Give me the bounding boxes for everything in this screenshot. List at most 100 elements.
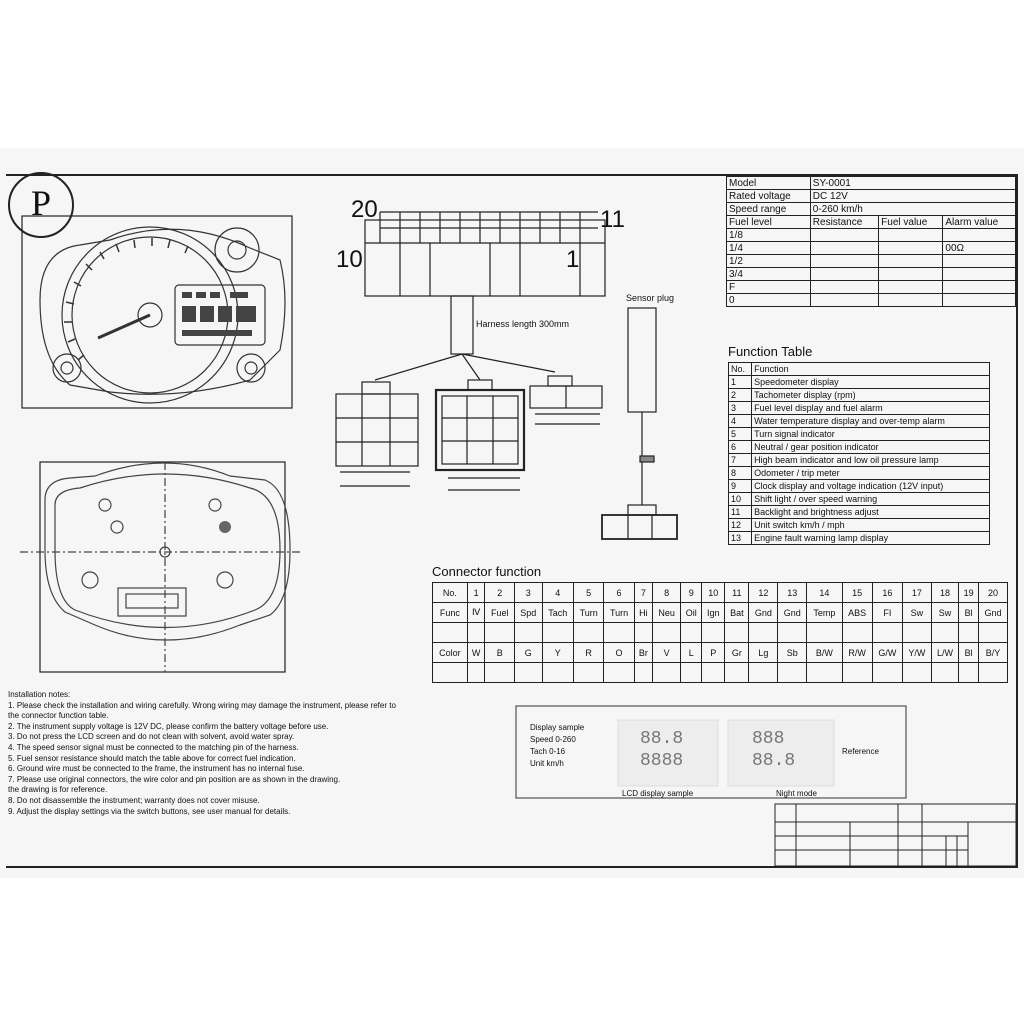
table-cell: Function: [751, 362, 990, 376]
table-cell: Resistance: [809, 215, 880, 229]
table-cell: 1: [466, 582, 486, 603]
main-connector-drawing: [364, 211, 606, 381]
notes-line: 4. The speed sensor signal must be conne…: [8, 742, 299, 752]
table-cell: Backlight and brightness adjust: [751, 505, 990, 519]
sub-connector-b: [434, 379, 526, 491]
table-cell: ABS: [841, 602, 873, 623]
sub-connector-c: [529, 375, 603, 425]
table-cell: [466, 622, 486, 643]
table-cell: Shift light / over speed warning: [751, 492, 990, 506]
table-cell: [484, 622, 515, 643]
sub-connector-a: [335, 381, 419, 487]
table-cell: 4: [541, 582, 574, 603]
table-cell: Gr: [724, 642, 750, 663]
table-cell: 6: [603, 582, 635, 603]
table-cell: Lg: [748, 642, 779, 663]
table-cell: 3: [513, 582, 543, 603]
table-cell: 17: [901, 582, 932, 603]
table-cell: R: [572, 642, 605, 663]
table-cell: 5: [572, 582, 605, 603]
table-cell: 1: [727, 375, 753, 389]
table-cell: Gnd: [748, 602, 779, 623]
table-cell: Ⅳ: [466, 602, 486, 623]
table-cell: V: [652, 642, 682, 663]
title-block-label: Model: [726, 176, 811, 190]
title-block-label: Speed range: [726, 202, 811, 216]
title-block-subrow: 0: [726, 293, 1016, 307]
table-cell: Tach: [541, 602, 574, 623]
table-cell: 11: [727, 505, 753, 519]
table-cell: [633, 622, 654, 643]
table-cell: [930, 622, 960, 643]
gauge-scale-ticks: [64, 238, 189, 361]
table-cell: 6: [727, 440, 753, 454]
table-cell: O: [603, 642, 635, 663]
table-cell: 3: [727, 401, 753, 415]
table-cell: R/W: [841, 642, 873, 663]
table-cell: [513, 662, 543, 683]
table-cell: Bat: [724, 602, 750, 623]
table-cell: Neutral / gear position indicator: [751, 440, 990, 454]
table-cell: [942, 267, 1016, 281]
table-cell: 2: [484, 582, 515, 603]
table-cell: [871, 622, 903, 643]
table-cell: 9: [680, 582, 703, 603]
table-cell: 14: [806, 582, 843, 603]
table-cell: [777, 662, 808, 683]
sensor-harness-drawing: [601, 307, 678, 540]
table-cell: [809, 293, 880, 307]
table-cell: 12: [727, 518, 753, 532]
table-cell: Oil: [680, 602, 703, 623]
table-cell: [748, 622, 779, 643]
table-cell: G/W: [871, 642, 903, 663]
table-cell: 20: [977, 582, 1009, 603]
notes-line: 7. Please use original connectors, the w…: [8, 774, 341, 784]
table-cell: [878, 280, 944, 294]
table-cell: Temp: [806, 602, 843, 623]
table-cell: Unit switch km/h / mph: [751, 518, 990, 532]
table-cell: Sw: [901, 602, 932, 623]
table-cell: Spd: [513, 602, 543, 623]
table-cell: [432, 622, 468, 643]
table-cell: [748, 662, 779, 683]
table-cell: Y/W: [901, 642, 932, 663]
table-cell: Neu: [652, 602, 682, 623]
table-cell: Br: [633, 642, 654, 663]
table-cell: Bl: [958, 642, 979, 663]
table-cell: 19: [958, 582, 979, 603]
title-block-value: 0-260 km/h: [809, 202, 1017, 216]
table-cell: [878, 267, 944, 281]
table-cell: [871, 662, 903, 683]
table-cell: [977, 622, 1009, 643]
table-cell: B/W: [806, 642, 843, 663]
table-cell: G: [513, 642, 543, 663]
table-cell: 1/2: [726, 254, 811, 268]
title-block-subrow: 1/2: [726, 254, 1016, 268]
table-cell: [724, 662, 750, 683]
table-cell: Gnd: [977, 602, 1009, 623]
table-cell: [541, 662, 574, 683]
table-cell: 4: [727, 414, 753, 428]
gauge-rear-view: [20, 462, 300, 672]
connector-row-row4: [432, 662, 1009, 683]
table-cell: 13: [777, 582, 808, 603]
table-cell: Speedometer display: [751, 375, 990, 389]
table-cell: 13: [727, 531, 753, 545]
table-cell: Odometer / trip meter: [751, 466, 990, 480]
table-cell: Ign: [701, 602, 726, 623]
table-cell: F: [726, 280, 811, 294]
table-cell: W: [466, 642, 486, 663]
